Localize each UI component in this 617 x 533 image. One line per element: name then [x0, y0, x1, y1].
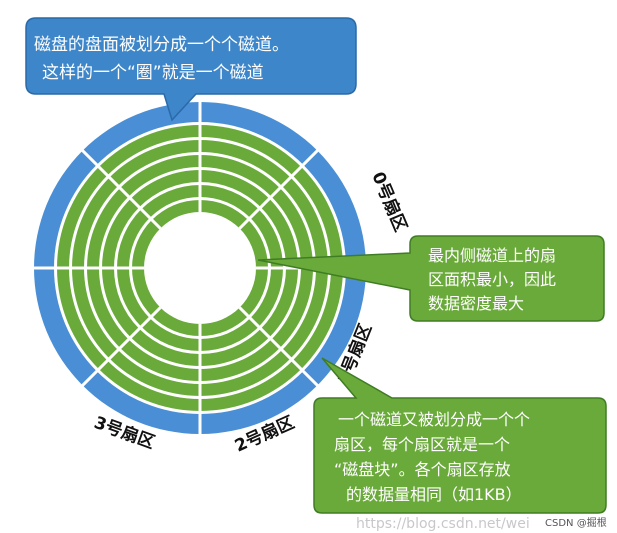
callout-sector-line-3: “磁盘块”。各个扇区存放 — [334, 460, 511, 479]
sector-divider — [80, 306, 162, 388]
callout-track-line-2: 这样的一个“圈”就是一个磁道 — [42, 63, 264, 83]
callout-track: 磁盘的盘面被划分成一个个磁道。 这样的一个“圈”就是一个磁道 — [25, 17, 357, 122]
callout-inner-track-bubble — [257, 235, 605, 322]
callout-sector-line-1: 一个磁道又被划分成一个个 — [338, 410, 530, 429]
callout-inner-track-line-3: 数据密度最大 — [428, 294, 524, 313]
sector-divider — [238, 306, 320, 388]
sector-divider — [80, 148, 162, 230]
callout-sector-bubble — [313, 357, 607, 514]
spindle-hole — [144, 212, 256, 324]
callout-track-line-1: 磁盘的盘面被划分成一个个磁道。 — [34, 35, 289, 55]
callout-track-bubble — [25, 17, 357, 122]
author-credit: CSDN @掘根 — [545, 516, 607, 529]
callout-inner-track: 最内侧磁道上的扇 区面积最小，因此 数据密度最大 — [257, 235, 605, 322]
sector-label-0: 0号扇区 — [367, 169, 411, 235]
callout-inner-track-line-2: 区面积最小，因此 — [428, 270, 556, 289]
watermark-url: https://blog.csdn.net/wei — [356, 516, 530, 532]
callout-sector: 一个磁道又被划分成一个个 扇区，每个扇区就是一个 “磁盘块”。各个扇区存放 的数… — [313, 357, 607, 514]
disk-platter — [32, 100, 368, 436]
callout-sector-line-4: 的数据量相同（如1KB） — [346, 485, 522, 504]
callout-sector-line-2: 扇区，每个扇区就是一个 — [334, 435, 510, 454]
sector-divider — [238, 148, 320, 230]
callout-inner-track-line-1: 最内侧磁道上的扇 — [428, 246, 556, 265]
